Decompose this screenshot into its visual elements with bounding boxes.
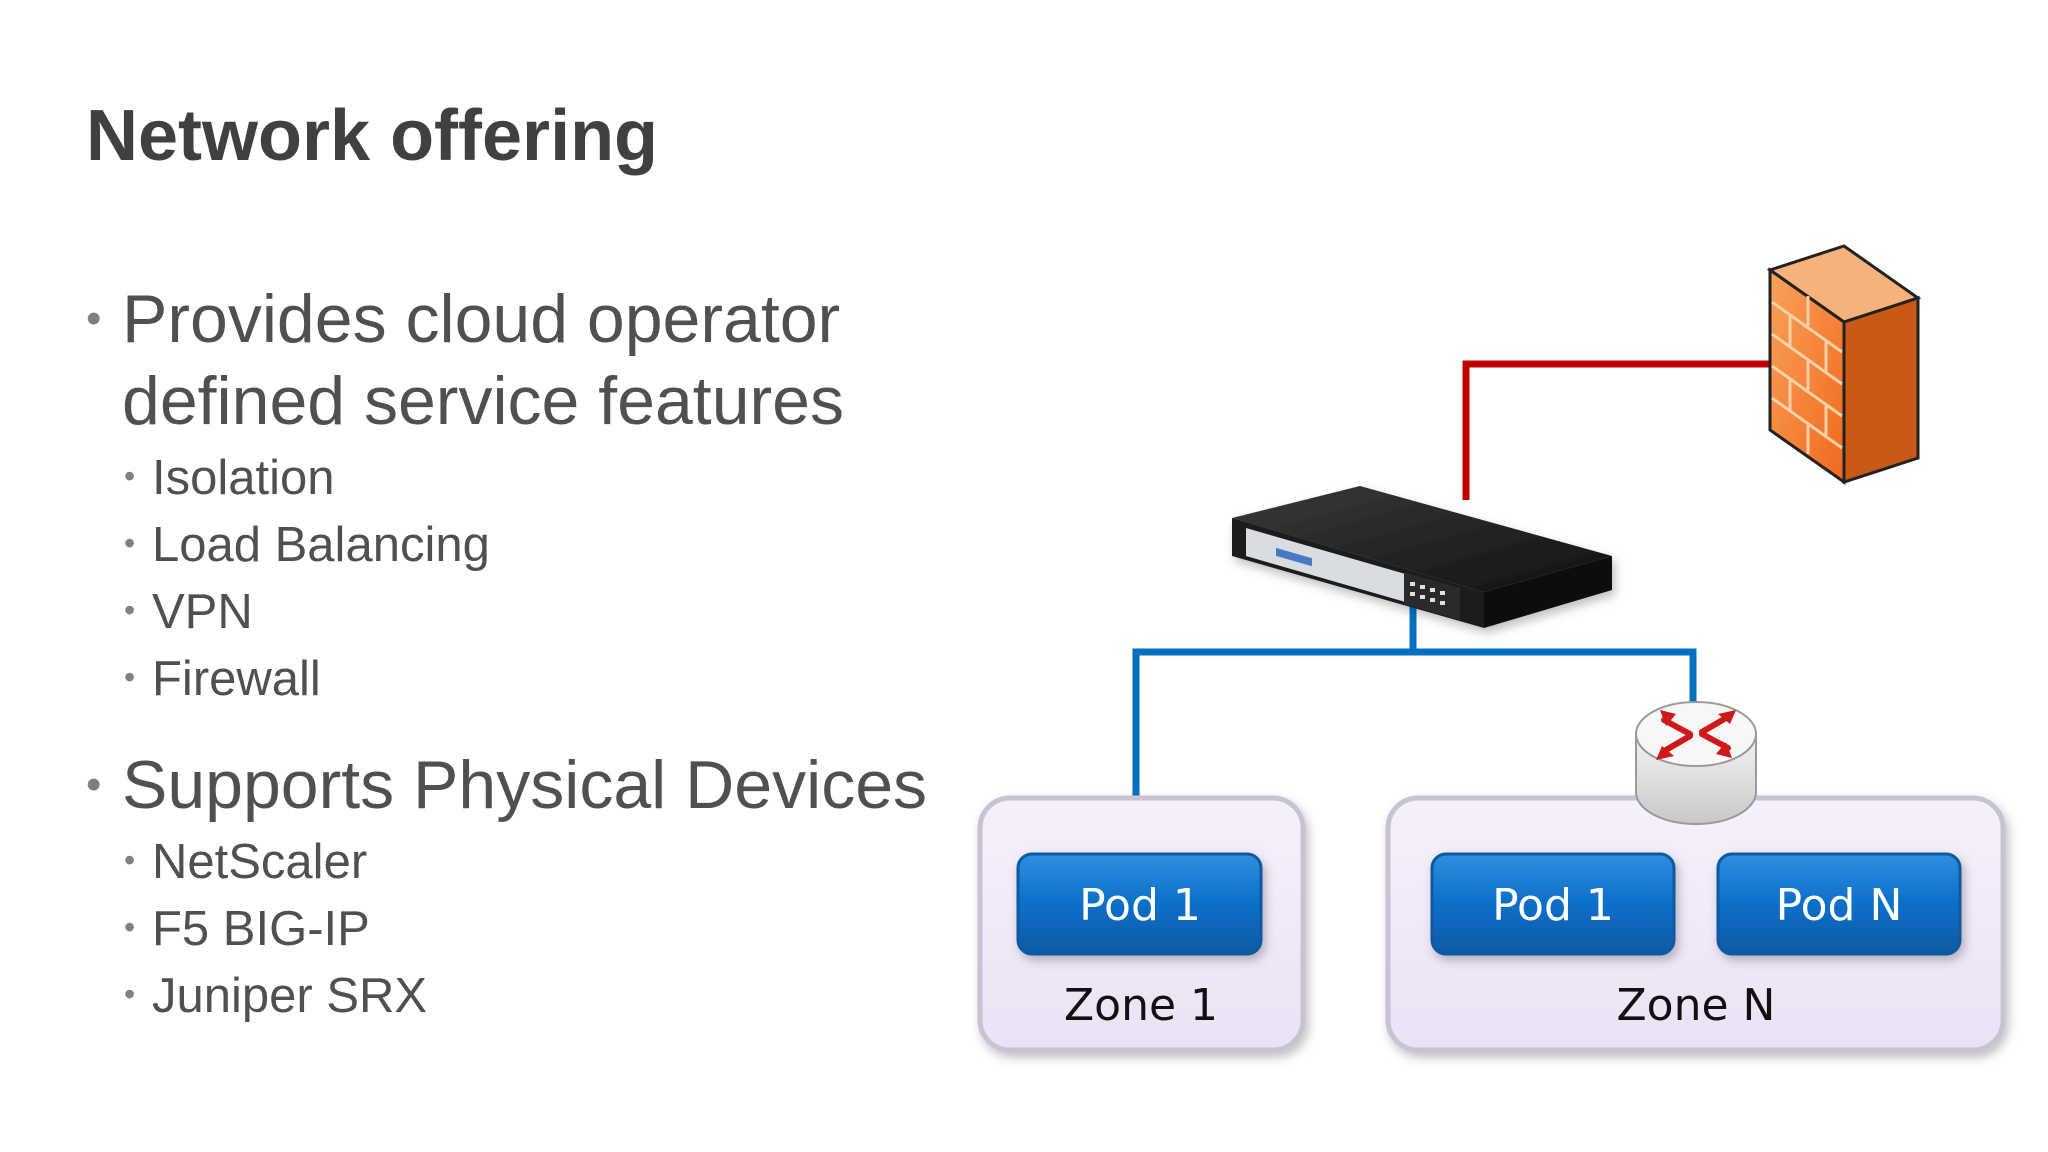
zone1-link bbox=[1132, 590, 1417, 800]
pod-box bbox=[1716, 852, 1962, 956]
sub-bullet-text: VPN bbox=[152, 585, 253, 639]
pod-label: Pod 1 bbox=[1079, 880, 1201, 931]
sub-bullet-text: Isolation bbox=[152, 451, 335, 505]
slide-title: Network offering bbox=[86, 96, 659, 176]
sub-bullet-text: NetScaler bbox=[152, 835, 368, 889]
bullet-dot: • bbox=[124, 592, 136, 628]
bullet-dot: • bbox=[124, 909, 136, 945]
bullet-dot: • bbox=[86, 294, 102, 343]
pod-box bbox=[1016, 852, 1263, 956]
bullet-text-line2: defined service features bbox=[122, 363, 844, 439]
sub-bullet-text: F5 BIG-IP bbox=[152, 902, 370, 956]
zone-n: Pod 1 Pod N Zone N bbox=[1385, 795, 2006, 1053]
sub-bullet-text: Juniper SRX bbox=[152, 969, 428, 1023]
netscaler-appliance-icon bbox=[1232, 486, 1612, 628]
router-icon bbox=[1635, 701, 1757, 825]
pod-label: Pod N bbox=[1776, 880, 1903, 931]
sub-bullet-text: Firewall bbox=[152, 652, 321, 706]
bullet-dot: • bbox=[124, 659, 136, 695]
bullet-text-line1: Provides cloud operator bbox=[122, 281, 841, 357]
zone-1: Pod 1 Zone 1 bbox=[977, 795, 1306, 1053]
bullet-dot: • bbox=[86, 760, 102, 809]
bullet-dot: • bbox=[124, 458, 136, 494]
zone-label: Zone N bbox=[1617, 980, 1776, 1031]
bullet-dot: • bbox=[124, 525, 136, 561]
pod-box bbox=[1430, 852, 1676, 956]
bullet-dot: • bbox=[124, 976, 136, 1012]
bullet-dot: • bbox=[124, 842, 136, 878]
bullet-text-line1: Supports Physical Devices bbox=[122, 747, 928, 823]
firewall-link bbox=[1462, 360, 1774, 500]
sub-bullet-text: Load Balancing bbox=[152, 518, 490, 572]
pod-label: Pod 1 bbox=[1492, 880, 1614, 931]
firewall-icon bbox=[1766, 244, 1922, 485]
zone-label: Zone 1 bbox=[1064, 980, 1218, 1031]
